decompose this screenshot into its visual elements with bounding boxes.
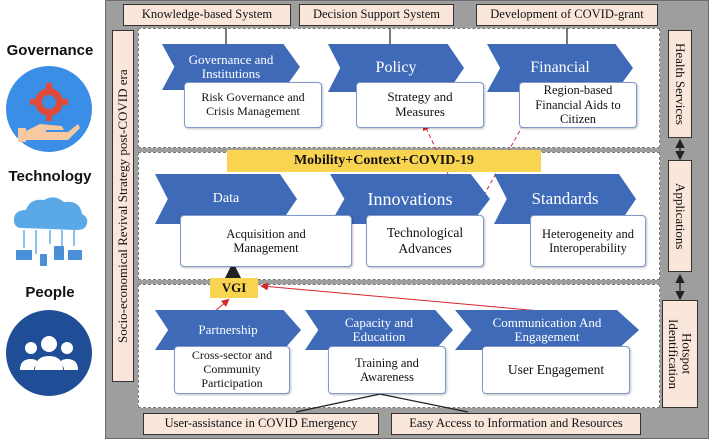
user-engagement-box: User Engagement [482, 346, 630, 394]
easy-access-box: Easy Access to Information and Resources [391, 413, 641, 435]
hotspot-identification-label: Hotspot Identification [662, 300, 698, 408]
acquisition-management-box: Acquisition and Management [180, 215, 352, 267]
people-group-icon [6, 310, 92, 396]
risk-governance-box: Risk Governance and Crisis Management [184, 82, 322, 128]
governance-icon [6, 66, 92, 152]
strategy-measures-box: Strategy and Measures [356, 82, 484, 128]
mobility-context-banner: Mobility+Context+COVID-19 [227, 150, 541, 172]
decision-support-system-box: Decision Support System [299, 4, 454, 26]
people-label: People [25, 284, 75, 301]
health-services-label: Health Services [668, 30, 692, 138]
capacity-education-chevron: Capacity and Education [305, 310, 453, 350]
financial-aids-box: Region-based Financial Aids to Citizen [519, 82, 637, 128]
vgi-badge: VGI [210, 278, 258, 298]
cloud-network-icon [4, 188, 94, 278]
development-covid-grant-box: Development of COVID-grant [476, 4, 658, 26]
governance-label: Governance [6, 42, 94, 59]
communication-engagement-chevron: Communication And Engagement [455, 310, 639, 350]
training-awareness-box: Training and Awareness [328, 346, 446, 394]
partnership-chevron: Partnership [155, 310, 301, 350]
applications-label: Applications [668, 160, 692, 272]
technological-advances-box: Technological Advances [366, 215, 484, 267]
knowledge-based-system-box: Knowledge-based System [123, 4, 291, 26]
technology-label: Technology [8, 168, 92, 185]
heterogeneity-interoperability-box: Heterogeneity and Interoperability [530, 215, 646, 267]
user-assistance-box: User-assistance in COVID Emergency [143, 413, 379, 435]
innovations-chevron: Innovations [330, 174, 490, 224]
cross-sector-participation-box: Cross-sector and Community Participation [174, 346, 290, 394]
